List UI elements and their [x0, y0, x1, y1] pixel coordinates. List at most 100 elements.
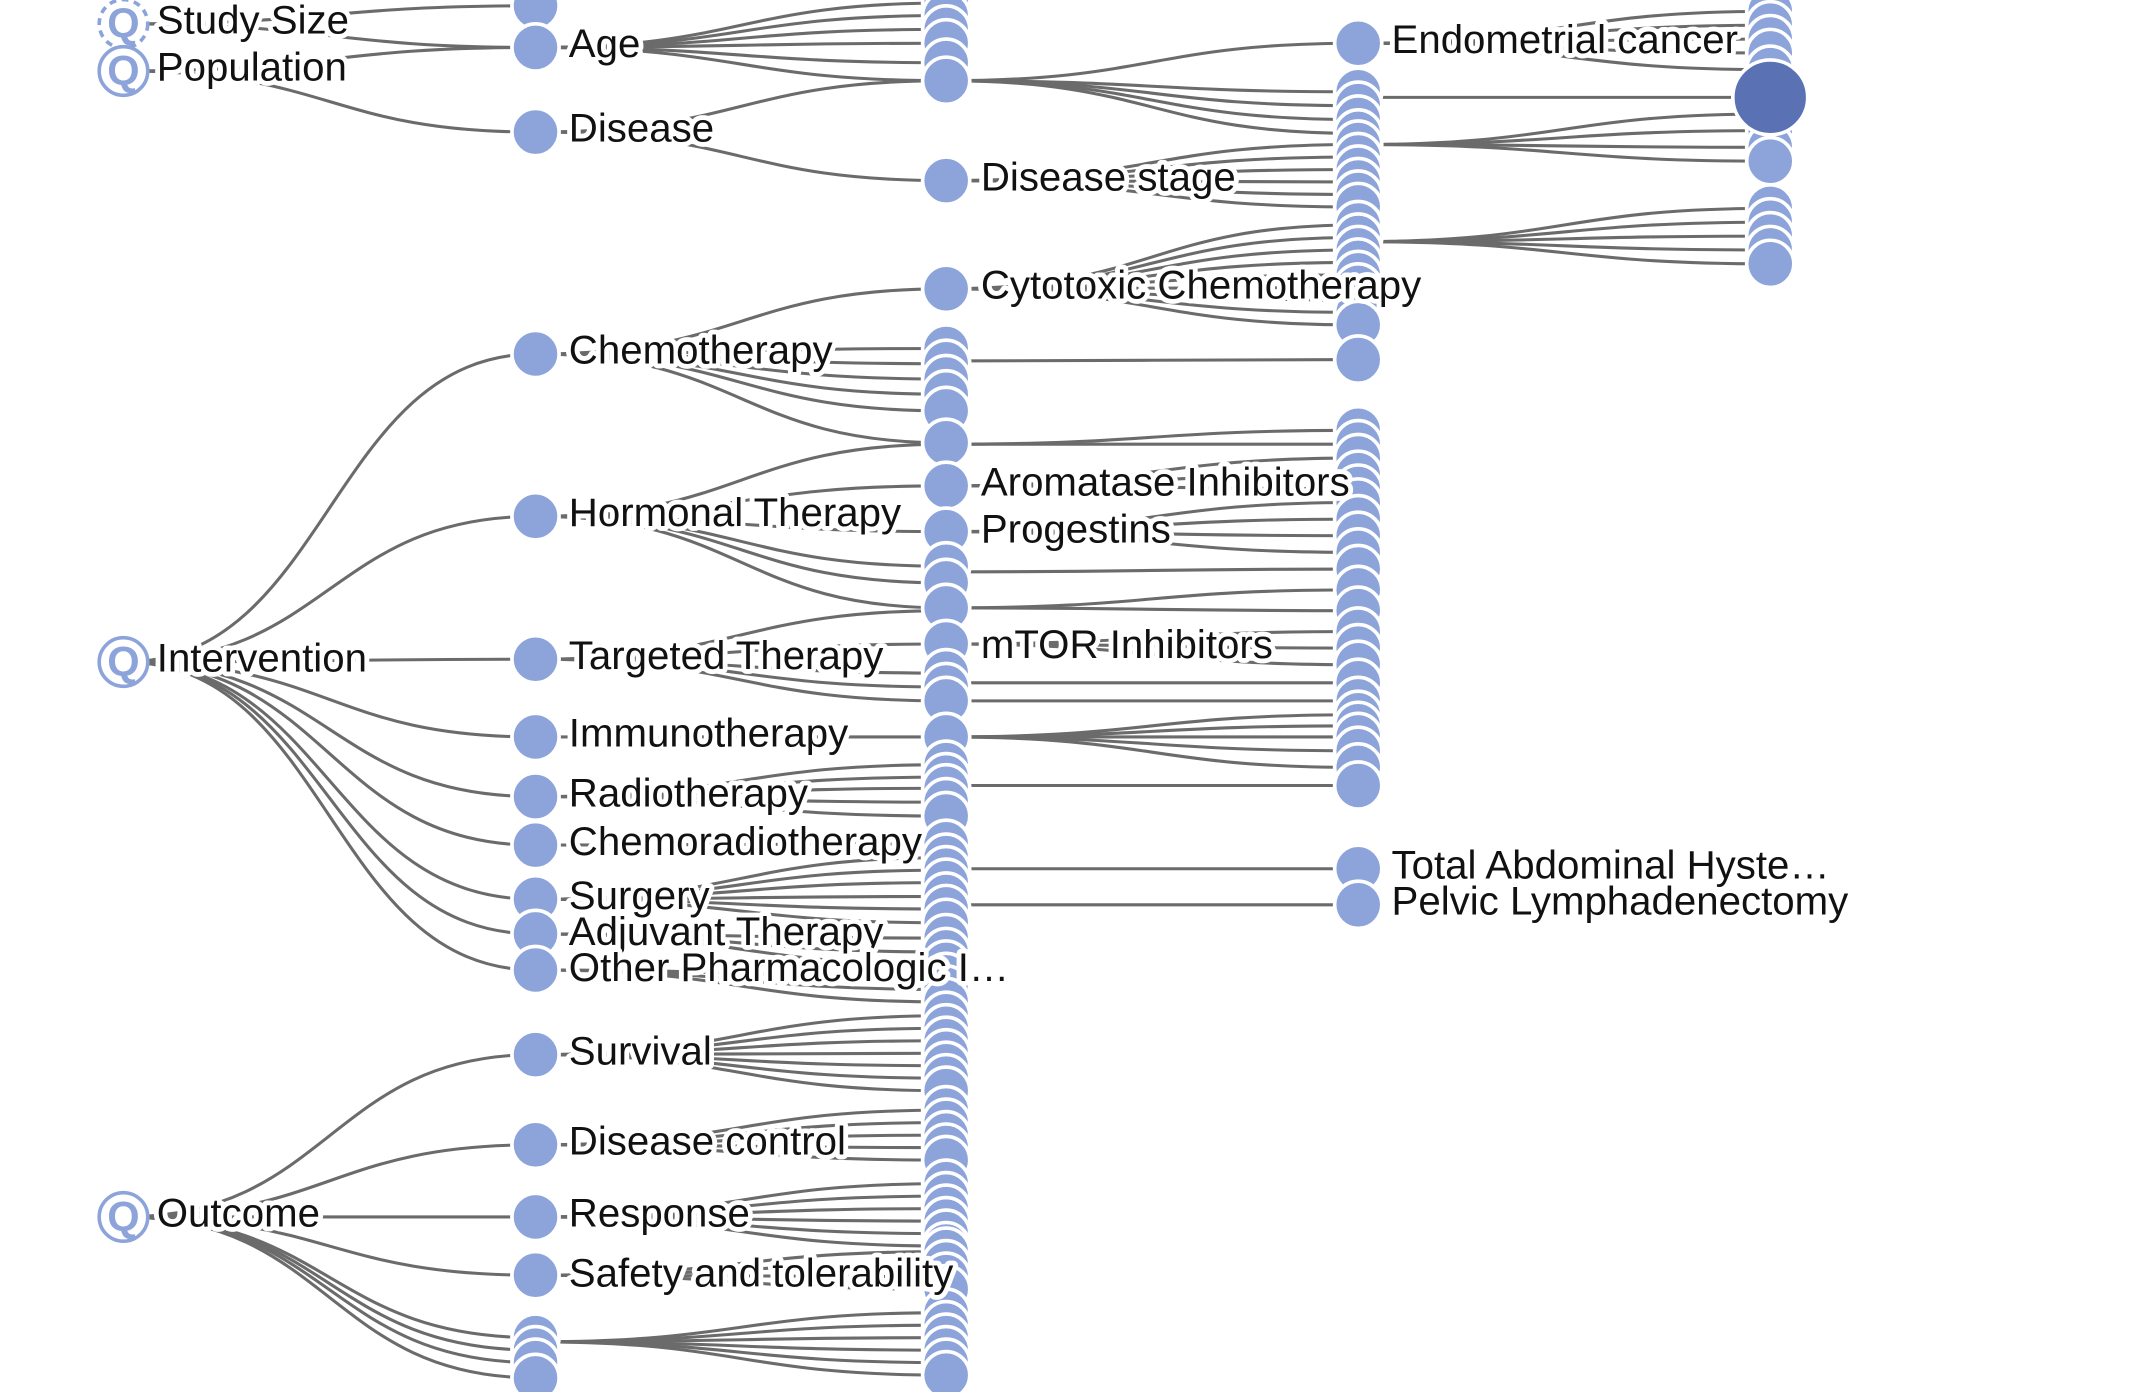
node-endometrial-cancer[interactable] — [1332, 17, 1384, 69]
node[interactable] — [920, 1349, 972, 1392]
node-age[interactable] — [510, 22, 561, 73]
node-aromatase-inhibitors[interactable] — [920, 460, 972, 512]
q-glyph: Q — [107, 47, 139, 94]
tree-link — [123, 660, 536, 972]
node-label-response[interactable]: Response — [564, 1186, 755, 1241]
node[interactable] — [510, 1352, 561, 1392]
node-label-total-abdominal-hysterectomy[interactable]: Total Abdominal Hyste… — [1387, 838, 1835, 893]
node[interactable] — [1332, 334, 1384, 385]
tree-link — [123, 660, 536, 799]
tree-links — [123, 1, 1771, 1380]
tree-link — [123, 22, 536, 49]
root-label-study-size[interactable]: Study Size — [152, 0, 354, 47]
tree-link — [946, 79, 1359, 108]
q-circle-icon — [97, 1190, 150, 1244]
tree-link — [946, 79, 1359, 135]
node-pelvic-lymphadenectomy[interactable] — [1332, 879, 1384, 931]
node-disease[interactable] — [510, 106, 561, 158]
tree-link — [1358, 112, 1771, 147]
outcome-query-node[interactable]: Q — [97, 1190, 150, 1244]
tree-link — [123, 69, 536, 134]
node[interactable] — [1744, 238, 1796, 290]
node-disease-control[interactable] — [510, 1119, 561, 1171]
node-other-pharmacologic[interactable] — [510, 944, 561, 996]
tree-link — [535, 968, 947, 1004]
tree-link — [535, 1215, 947, 1248]
node-label-cytotoxic-chemotherapy[interactable]: Cytotoxic Chemotherapy — [976, 258, 1427, 313]
node-hormonal-therapy[interactable] — [510, 490, 561, 542]
node-label-disease[interactable]: Disease — [564, 101, 719, 156]
tree-link — [535, 795, 947, 818]
tree-link — [535, 514, 947, 534]
tree-link — [535, 442, 947, 518]
node[interactable] — [1332, 760, 1384, 811]
node-label-pelvic-lymphadenectomy[interactable]: Pelvic Lymphadenectomy — [1387, 874, 1854, 929]
node-label-age[interactable]: Age — [564, 16, 645, 71]
tree-link — [946, 642, 1359, 667]
tree-link — [123, 4, 536, 26]
node-chemoradiotherapy[interactable] — [510, 819, 561, 871]
population-query-node[interactable]: Q — [97, 44, 150, 98]
intervention-query-node[interactable]: Q — [97, 635, 150, 689]
tree-link — [946, 41, 1359, 83]
node-label-radiotherapy[interactable]: Radiotherapy — [564, 765, 814, 820]
tree-link — [123, 1215, 536, 1380]
node-label-survival[interactable]: Survival — [564, 1023, 717, 1078]
node-label-hormonal-therapy[interactable]: Hormonal Therapy — [564, 485, 907, 540]
tree-link — [535, 514, 947, 610]
tree-link — [535, 1053, 947, 1093]
q-glyph: Q — [107, 0, 139, 47]
node-label-disease-control[interactable]: Disease control — [564, 1114, 851, 1169]
node-label-adjuvant-therapy[interactable]: Adjuvant Therapy — [564, 904, 889, 959]
node-radiotherapy[interactable] — [510, 771, 561, 822]
node-survival[interactable] — [510, 1029, 561, 1081]
tree-link — [123, 352, 536, 664]
node[interactable] — [920, 417, 972, 469]
tree-link — [123, 514, 536, 664]
tree-link — [123, 1215, 536, 1277]
node-label-safety-tolerability[interactable]: Safety and tolerability — [564, 1245, 959, 1300]
tree-link — [123, 1053, 536, 1219]
node[interactable] — [920, 55, 972, 107]
root-label-intervention[interactable]: Intervention — [152, 631, 372, 686]
root-label-outcome[interactable]: Outcome — [152, 1186, 325, 1241]
node-label-chemotherapy[interactable]: Chemotherapy — [564, 323, 838, 378]
tree-link — [1358, 143, 1771, 163]
tree-link — [535, 1273, 947, 1291]
study-size-query-node[interactable]: Q — [97, 0, 150, 50]
tree-link — [123, 660, 536, 901]
tree-link — [946, 179, 1359, 209]
tree-link — [535, 1143, 947, 1162]
node[interactable] — [1744, 135, 1796, 187]
tree-link — [535, 79, 947, 134]
node-label-other-pharmacologic[interactable]: Other Pharmacologic I… — [564, 940, 1014, 995]
tree-link — [123, 660, 536, 936]
node-immunotherapy[interactable] — [510, 711, 561, 763]
node-label-mtor-inhibitors[interactable]: mTOR Inhibitors — [976, 617, 1278, 672]
tree-link — [123, 1143, 536, 1219]
node-label-immunotherapy[interactable]: Immunotherapy — [564, 706, 854, 761]
root-label-population[interactable]: Population — [152, 40, 352, 95]
node-label-endometrial-cancer[interactable]: Endometrial cancer — [1387, 12, 1743, 67]
node-label-chemoradiotherapy[interactable]: Chemoradiotherapy — [564, 814, 928, 869]
node-safety-tolerability[interactable] — [510, 1249, 561, 1301]
node-label-targeted-therapy[interactable]: Targeted Therapy — [564, 628, 889, 683]
tree-link — [535, 45, 947, 83]
tree-link — [946, 530, 1359, 554]
node-label-disease-stage[interactable]: Disease stage — [976, 149, 1241, 204]
node-targeted-therapy[interactable] — [510, 633, 561, 685]
node-disease-stage[interactable] — [920, 155, 972, 206]
node-chemotherapy[interactable] — [510, 328, 561, 380]
tree-link — [123, 1215, 536, 1365]
selected-node[interactable] — [1730, 58, 1810, 137]
node-cytotoxic-chemotherapy[interactable] — [920, 263, 972, 315]
node-response[interactable] — [510, 1191, 561, 1243]
node-label-progestins[interactable]: Progestins — [976, 502, 1176, 557]
node-label-surgery[interactable]: Surgery — [564, 868, 715, 923]
tree-link — [123, 45, 536, 73]
tree-link — [535, 130, 947, 183]
tree-labels: Study Size Population Intervention Outco… — [152, 0, 1854, 1300]
q-glyph: Q — [107, 1193, 139, 1240]
node-label-aromatase-inhibitors[interactable]: Aromatase Inhibitors — [976, 455, 1355, 510]
